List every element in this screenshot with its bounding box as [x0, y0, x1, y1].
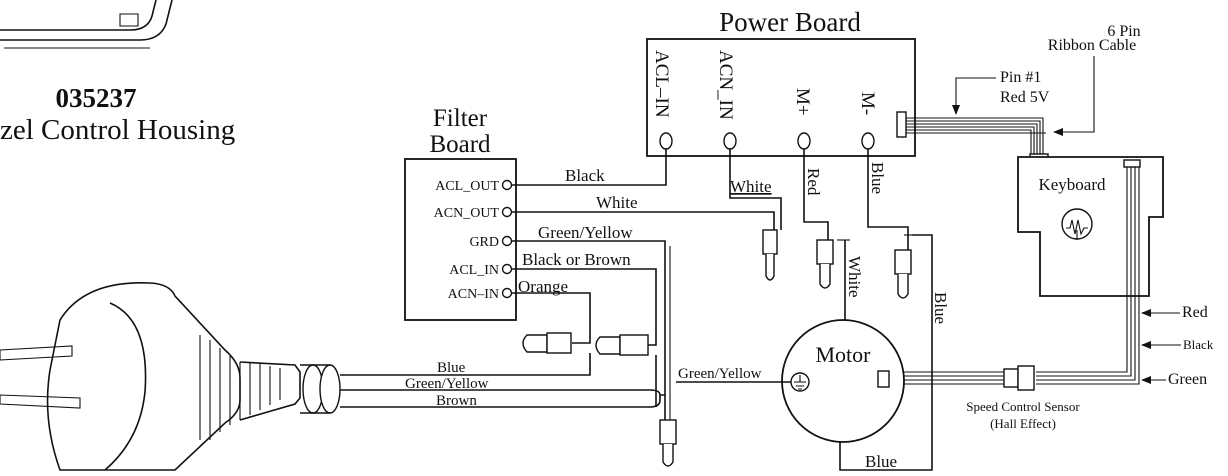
- plug-wire-blue: [340, 353, 591, 376]
- wire-orange-label: Orange: [518, 277, 568, 296]
- wire-blue-power-label: Blue: [868, 162, 887, 194]
- filter-board-title-line1: Filter: [433, 105, 488, 132]
- wire-motor-ground-label: Green/Yellow: [678, 366, 762, 382]
- ribbon-cable-label-line1: 6 Pin: [1107, 23, 1140, 40]
- terminal-label-acl-in: ACL–IN: [651, 50, 672, 118]
- plug-wire-brown-label: Brown: [436, 393, 477, 409]
- terminal-m-minus: [861, 132, 875, 150]
- keyboard-label: Keyboard: [1038, 175, 1106, 194]
- terminal-label-acn-in: ACN_IN: [715, 50, 736, 120]
- pin1-label-line1: Pin #1: [1000, 69, 1041, 86]
- sensor-label-line1: Speed Control Sensor: [966, 399, 1080, 414]
- potentiometer-resistor: [1066, 219, 1088, 236]
- plug-wire-brown: [340, 395, 661, 408]
- terminal-label-m-minus: M-: [857, 92, 878, 115]
- sensor-inline-connector-b: [1017, 365, 1035, 391]
- wire-black-label: Black: [565, 166, 605, 185]
- control-housing-illustration: [0, 0, 173, 49]
- wire-blue-bottom-label: Blue: [865, 452, 897, 471]
- terminal-acl-out: [501, 179, 513, 191]
- motor-label: Motor: [816, 342, 872, 367]
- wire-blue-vertical: [839, 234, 933, 471]
- wire-white-power-label: White: [730, 177, 772, 196]
- terminal-label-grd: GRD: [469, 235, 499, 250]
- part-name: zel Control Housing: [0, 114, 235, 146]
- plug-wire-green-yellow: [340, 389, 665, 396]
- motor-sensor-port: [877, 370, 890, 388]
- connector-orange: [522, 332, 572, 354]
- harness-green-label: Green: [1168, 371, 1207, 388]
- wire-black-or-brown-label: Black or Brown: [522, 250, 631, 269]
- wire-orange: [512, 292, 591, 344]
- terminal-acn-in-filter: [501, 287, 513, 299]
- wire-blue-power: [867, 149, 909, 250]
- wire-blue-vertical-label: Blue: [931, 292, 950, 324]
- terminal-label-acn-in-filter: ACN–IN: [448, 287, 499, 302]
- sensor-label-line2: (Hall Effect): [990, 416, 1056, 431]
- wire-red-power: [803, 149, 829, 240]
- wire-white-filter-label: White: [596, 193, 638, 212]
- power-board-title: Power Board: [719, 7, 861, 37]
- wire-green-yellow-filter: [512, 240, 666, 420]
- terminal-label-m-plus: M+: [792, 88, 813, 116]
- harness-red-label: Red: [1182, 304, 1208, 321]
- wire-white-power: [729, 149, 782, 230]
- wire-red-power-label: Red: [804, 168, 823, 196]
- wire-black-or-brown: [512, 268, 657, 346]
- pin1-label-line2: Red 5V: [1000, 89, 1050, 106]
- connector-green-yellow: [659, 419, 677, 467]
- wire-black: [512, 149, 667, 186]
- terminal-label-acl-in-filter: ACL_IN: [449, 263, 499, 278]
- connector-black-or-brown: [595, 334, 649, 356]
- keyboard-sensor-connector: [1123, 159, 1141, 168]
- connector-blue-power: [894, 249, 912, 299]
- terminal-grd: [501, 235, 513, 247]
- plug-wire-blue-label: Blue: [437, 360, 466, 376]
- motor: [781, 319, 905, 443]
- terminal-acl-in-filter: [501, 263, 513, 275]
- harness-black-label: Black: [1183, 337, 1214, 352]
- terminal-label-acn-out: ACN_OUT: [434, 206, 500, 221]
- terminal-m-plus: [797, 132, 811, 150]
- terminal-acl-in: [659, 132, 673, 150]
- filter-board-terminals: ACL_OUT ACN_OUT GRD ACL_IN ACN–IN: [434, 179, 513, 302]
- ribbon-cable-label-line2: Ribbon Cable: [1048, 37, 1136, 54]
- terminal-acn-in: [723, 132, 737, 150]
- plug-wire-green-yellow-label: Green/Yellow: [405, 376, 489, 392]
- wire-green-yellow-filter-label: Green/Yellow: [538, 223, 633, 242]
- part-number: 035237: [56, 83, 137, 113]
- ribbon-header: [896, 111, 907, 138]
- pin1-leader: [952, 77, 996, 115]
- sensor-harness: [890, 167, 1140, 391]
- connector-white-power: [762, 229, 778, 281]
- power-plug: [0, 282, 341, 471]
- wire-white-filter: [512, 211, 775, 230]
- connector-red-power: [816, 239, 834, 289]
- ribbon-cable: [906, 117, 1049, 161]
- filter-board-title-line2: Board: [429, 131, 491, 158]
- ground-icon: [790, 372, 810, 392]
- ribbon-cable-leader: [1053, 56, 1095, 136]
- filter-board: [404, 158, 517, 321]
- terminal-acn-out: [501, 206, 513, 218]
- sensor-inline-connector-a: [1003, 368, 1019, 388]
- wire-white-motor-label: White: [845, 256, 864, 298]
- terminal-label-acl-out: ACL_OUT: [435, 179, 499, 194]
